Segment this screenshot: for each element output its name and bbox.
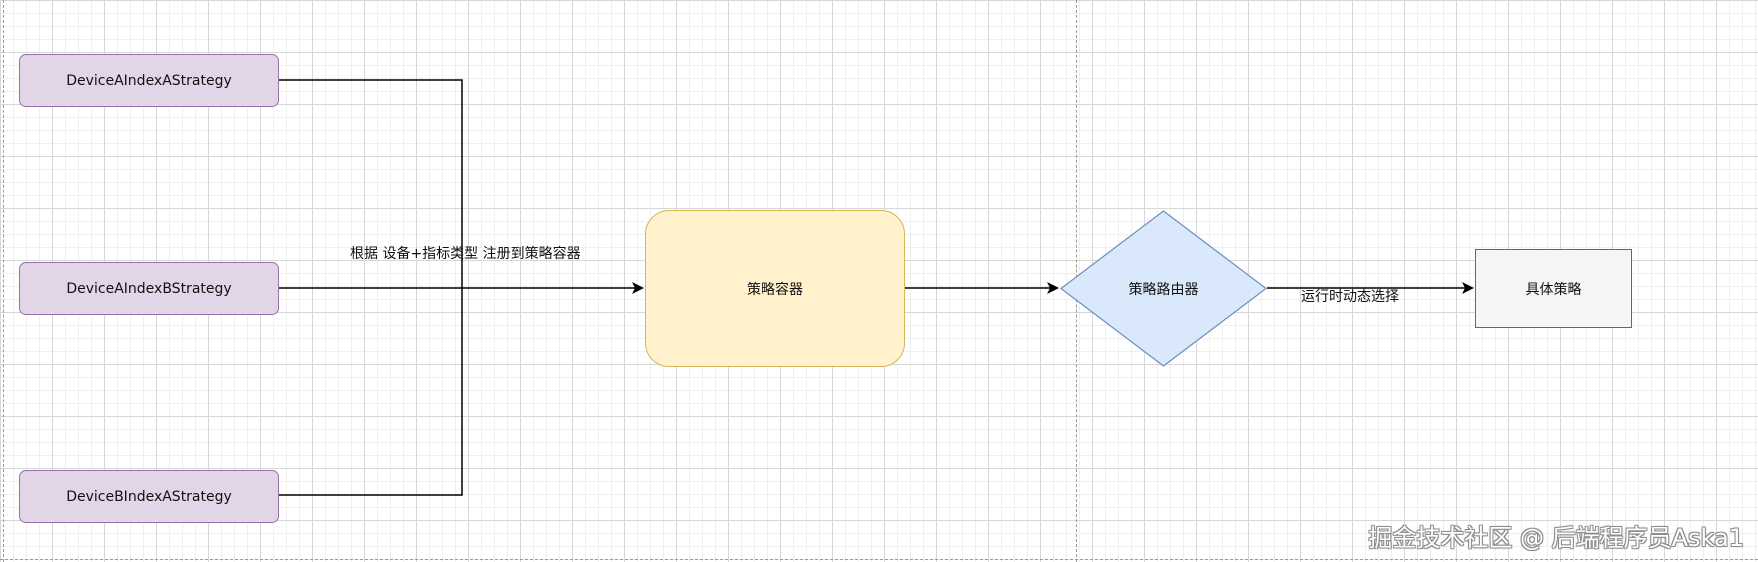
connector-b-a[interactable] (279, 288, 463, 496)
strategy-router-diamond (1060, 210, 1267, 367)
watermark: 掘金技术社区 @ 后端程序员Aska1 (1368, 524, 1744, 552)
strategy-device-b-index-a[interactable]: DeviceBIndexAStrategy (19, 470, 279, 523)
strategy-container[interactable]: 策略容器 (645, 210, 905, 367)
strategy-device-a-index-a[interactable]: DeviceAIndexAStrategy (19, 54, 279, 107)
concrete-strategy[interactable]: 具体策略 (1475, 249, 1632, 328)
register-edge-label: 根据 设备+指标类型 注册到策略容器 (350, 246, 581, 262)
page-break-left (3, 0, 4, 562)
concrete-strategy-label: 具体策略 (1525, 281, 1582, 298)
strategy-device-a-index-b[interactable]: DeviceAIndexBStrategy (19, 262, 279, 315)
strategy-container-label: 策略容器 (747, 281, 803, 298)
strategy-device-a-index-b-label: DeviceAIndexBStrategy (66, 280, 232, 297)
strategy-device-b-index-a-label: DeviceBIndexAStrategy (66, 488, 232, 505)
strategy-router-label: 策略路由器 (1128, 281, 1199, 298)
strategy-device-a-index-a-label: DeviceAIndexAStrategy (66, 72, 232, 89)
strategy-router[interactable]: 策略路由器 (1060, 210, 1267, 367)
page-break-bottom (0, 559, 1758, 560)
select-edge-label: 运行时动态选择 (1301, 289, 1399, 305)
